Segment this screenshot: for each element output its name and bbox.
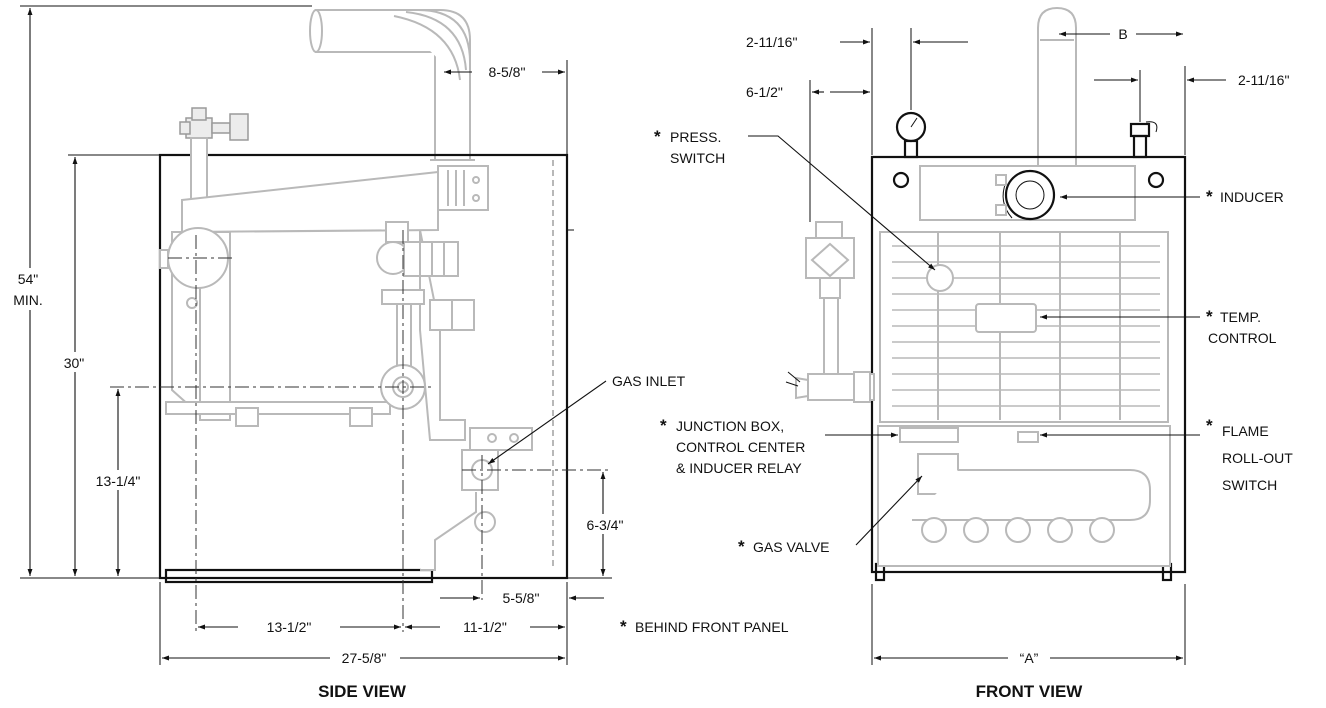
dim-30: 30" [64,355,85,371]
press-switch-label-2: SWITCH [670,150,725,166]
air-vent [1129,121,1158,159]
front-view: 2-11/16" 6-1/2" B 2-11/16" “A” * PRESS. … [620,6,1293,701]
dim-min-label: MIN. [13,292,43,308]
temp-control-label-2: CONTROL [1208,330,1277,346]
burner-compartment [877,425,1171,567]
flame-rollout-label-2: ROLL-OUT [1222,450,1293,466]
front-view-title: FRONT VIEW [976,682,1084,701]
heat-exchanger-fins [879,231,1169,423]
press-switch-star: * [654,127,661,146]
dim-27-5-8: 27-5/8" [342,650,387,666]
behind-panel-star: * [620,617,627,636]
dim-5-5-8: 5-5/8" [503,590,540,606]
gas-valve-star: * [738,537,745,556]
gas-manifold [420,427,533,571]
junction-box-label-3: & INDUCER RELAY [676,460,802,476]
dim-13-1-2: 13-1/2" [267,619,312,635]
inducer-assembly [919,165,1136,221]
junction-box-label-1: JUNCTION BOX, [676,418,784,434]
inducer-star: * [1206,187,1213,206]
dim-11-1-2: 11-1/2" [463,619,507,635]
behind-panel-note: BEHIND FRONT PANEL [635,619,789,635]
dim-8-5-8: 8-5/8" [489,64,526,80]
junction-box-label-2: CONTROL CENTER [676,439,805,455]
side-base [164,568,434,584]
side-cabinet [158,153,569,580]
dim-b: B [1118,26,1127,42]
dim-6-1-2: 6-1/2" [746,84,783,100]
dim-6-3-4: 6-3/4" [587,517,624,533]
gas-inlet-label: GAS INLET [612,373,686,389]
dim-right-2-11-16: 2-11/16" [1238,72,1289,88]
flame-rollout-label-1: FLAME [1222,423,1269,439]
temp-control-star: * [1206,307,1213,326]
circulator-pump [376,221,475,377]
front-cabinet [870,155,1187,574]
junction-box-star: * [660,416,667,435]
dim-left-2-11-16: 2-11/16" [746,34,797,50]
press-switch-label-1: PRESS. [670,129,721,145]
vent-pipe [309,9,475,161]
side-view: 54" MIN. 30" 13-1/4" 6-3/4" 8-5/8" 5-5/8… [4,5,686,701]
heat-exchanger [159,165,489,441]
dim-13-1-4: 13-1/4" [96,473,141,489]
supply-valve [785,221,875,403]
inducer-label: INDUCER [1220,189,1284,205]
pressure-gauge [895,111,927,159]
gas-valve-label: GAS VALVE [753,539,830,555]
dim-54-min: 54" [18,271,39,287]
dim-a: “A” [1020,650,1039,666]
temp-control-label-1: TEMP. [1220,309,1261,325]
flame-rollout-star: * [1206,416,1213,435]
side-view-title: SIDE VIEW [318,682,407,701]
flame-rollout-label-3: SWITCH [1222,477,1277,493]
front-vent-pipe [1037,6,1077,172]
